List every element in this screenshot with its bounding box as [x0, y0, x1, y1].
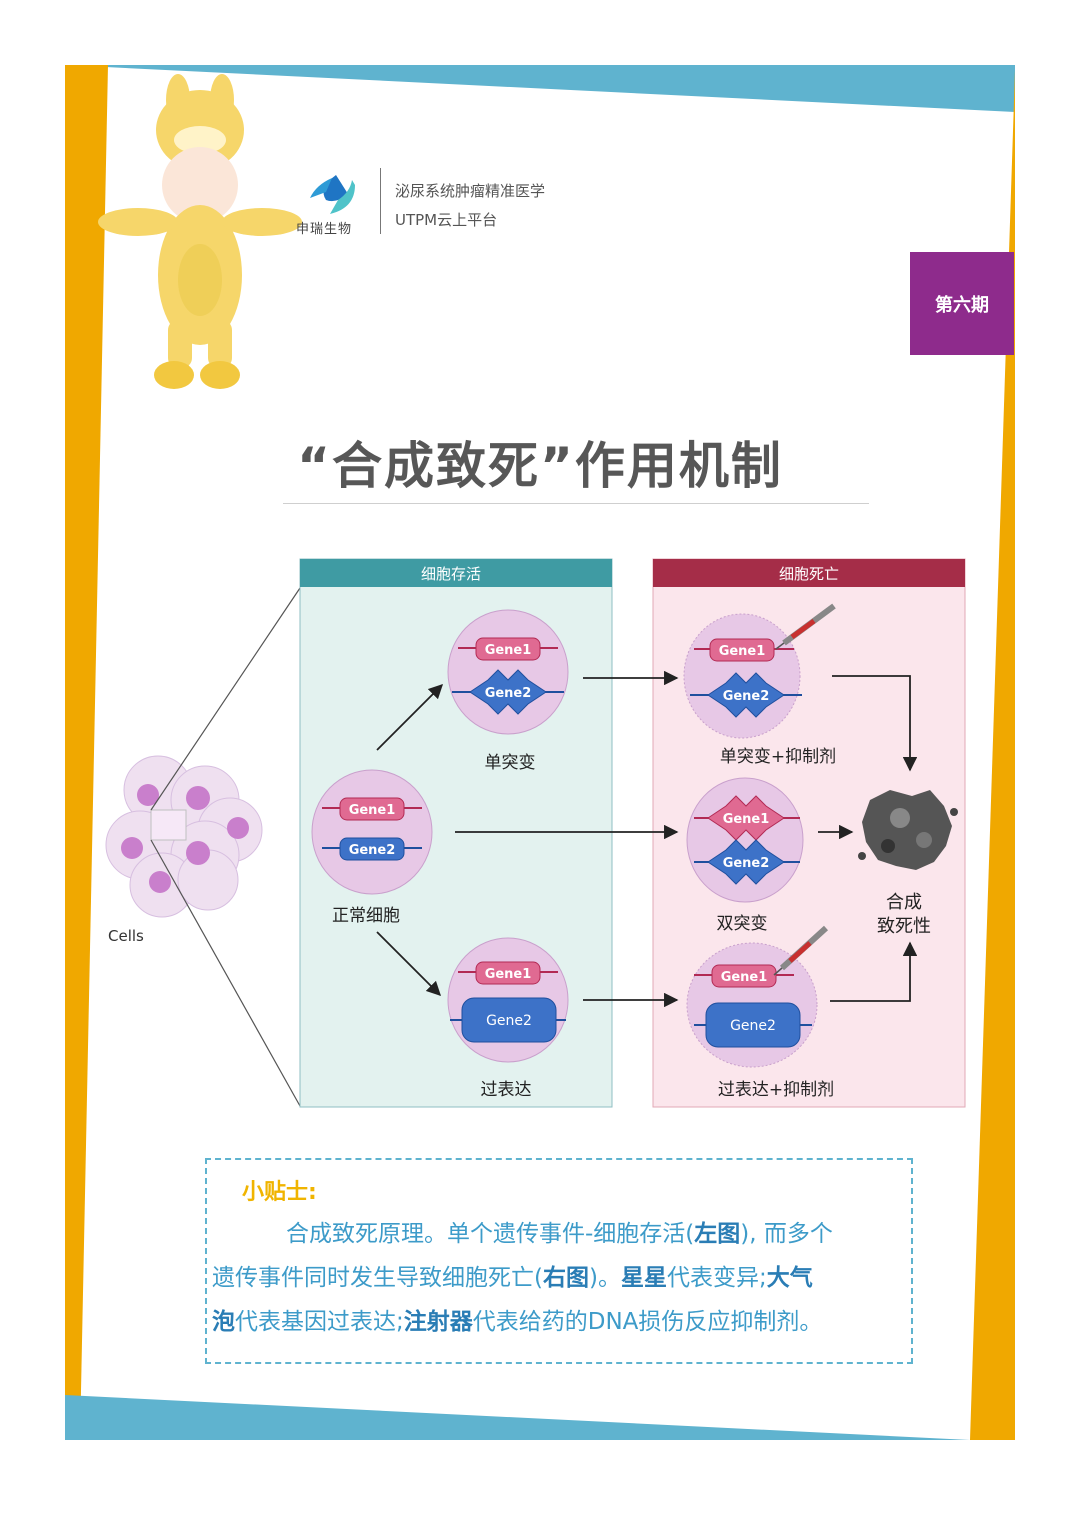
label-normal-cell: 正常细胞: [332, 906, 400, 926]
label-single-mutation: 单突变: [485, 753, 536, 773]
arrow-normal-to-single: [376, 683, 444, 751]
tips-line3-end: 代表给药的DNA损伤反应抑制剂。: [472, 1309, 823, 1335]
label-overexpression-inhibitor: 过表达+抑制剂: [718, 1080, 834, 1100]
gene1-label: Gene1: [485, 643, 532, 658]
company-logo-icon: [310, 175, 355, 214]
arrow-inhib-to-death: [832, 675, 918, 772]
tips-line3-mid: 代表基因过表达;: [235, 1309, 404, 1335]
gene2-label: Gene2: [730, 1018, 776, 1034]
tips-bold-bubble: 大气: [766, 1265, 813, 1291]
label-synthetic-1: 合成: [886, 892, 922, 913]
issue-badge: 第六期: [910, 252, 1014, 355]
gene1-label: Gene1: [719, 644, 766, 659]
normal-cell: Gene1 Gene2: [311, 769, 433, 895]
frame-bottom-band: [65, 1395, 970, 1440]
tips-bold-left: 左图: [694, 1221, 741, 1247]
frame-top-band: [65, 65, 1015, 112]
mutation-star-icon: [469, 669, 547, 715]
frame-right-band: [970, 70, 1015, 1440]
panel-death-title: 细胞死亡: [779, 565, 839, 583]
tips-box: [205, 1158, 913, 1364]
dead-cell-icon: [858, 790, 958, 870]
title-divider: [283, 503, 869, 504]
label-single-mutation-inhibitor: 单突变+抑制剂: [720, 747, 836, 767]
label-synthetic-2: 致死性: [877, 916, 931, 937]
panel-survival-header: [300, 559, 612, 587]
syringe-icon: [773, 925, 829, 976]
page-title: “合成致死”作用机制: [297, 437, 783, 495]
overexpression-bubble-icon: [705, 1002, 801, 1048]
overexpression-bubble-icon: [461, 997, 557, 1043]
platform-line-1: 泌尿系统肿瘤精准医学: [395, 182, 546, 200]
gene2-label: Gene2: [723, 856, 770, 871]
single-mutation-cell: Gene1 Gene2: [447, 609, 569, 735]
tips-bold-syringe: 注射器: [403, 1309, 473, 1335]
cell-cluster: [105, 755, 263, 918]
frame-left-band: [65, 65, 108, 1440]
tips-text: 合成致死原理。单个遗传事件-细胞存活(左图), 而多个 遗传事件同时发生导致细胞…: [212, 1212, 912, 1344]
tips-line1: 合成致死原理。单个遗传事件-细胞存活(: [286, 1221, 695, 1247]
gene2-label: Gene2: [349, 843, 396, 858]
panel-survival-title: 细胞存活: [421, 565, 481, 583]
tips-bold-bubble-end: 泡: [212, 1309, 235, 1335]
label-overexpression: 过表达: [481, 1080, 532, 1100]
label-double-mutation: 双突变: [717, 914, 768, 934]
double-mutation-cell: Gene1 Gene2: [686, 777, 804, 903]
gene1-label: Gene1: [723, 812, 770, 827]
mascot-figure: [98, 74, 302, 389]
mutation-star-icon: [707, 839, 785, 885]
gene2-label: Gene2: [486, 1013, 532, 1029]
mutation-star-icon: [707, 672, 785, 718]
overexpression-inhibitor-cell: Gene1 Gene2: [686, 925, 829, 1068]
syringe-icon: [775, 603, 836, 650]
single-mutation-inhibitor-cell: Gene1 Gene2: [683, 603, 836, 739]
zoom-line-bottom: [150, 839, 301, 1107]
tips-line1-end: ), 而多个: [740, 1221, 833, 1247]
gene2-label: Gene2: [485, 686, 532, 701]
company-name: 申瑞生物: [296, 222, 353, 237]
tips-title: 小贴士:: [242, 1180, 317, 1205]
platform-line-2: UTPM云上平台: [395, 211, 498, 229]
gene1-label: Gene1: [485, 967, 532, 982]
tips-line2: 遗传事件同时发生导致细胞死亡(: [212, 1265, 543, 1291]
arrow-normal-to-overexp: [376, 931, 442, 997]
arrow-overexp-inhib-to-death: [830, 941, 918, 1002]
tips-bold-star: 星星: [620, 1265, 667, 1291]
header-divider: [380, 168, 381, 234]
tips-line2-mid: )。: [588, 1265, 621, 1291]
gene1-label: Gene1: [721, 970, 768, 985]
tips-line2-mid2: 代表变异;: [666, 1265, 767, 1291]
gene1-label: Gene1: [349, 803, 396, 818]
overexpression-cell: Gene1 Gene2: [447, 937, 569, 1063]
gene2-label: Gene2: [723, 689, 770, 704]
cells-label: Cells: [108, 927, 144, 945]
panel-death-header: [653, 559, 965, 587]
tips-bold-right: 右图: [542, 1265, 589, 1291]
zoom-line-top: [150, 587, 301, 811]
